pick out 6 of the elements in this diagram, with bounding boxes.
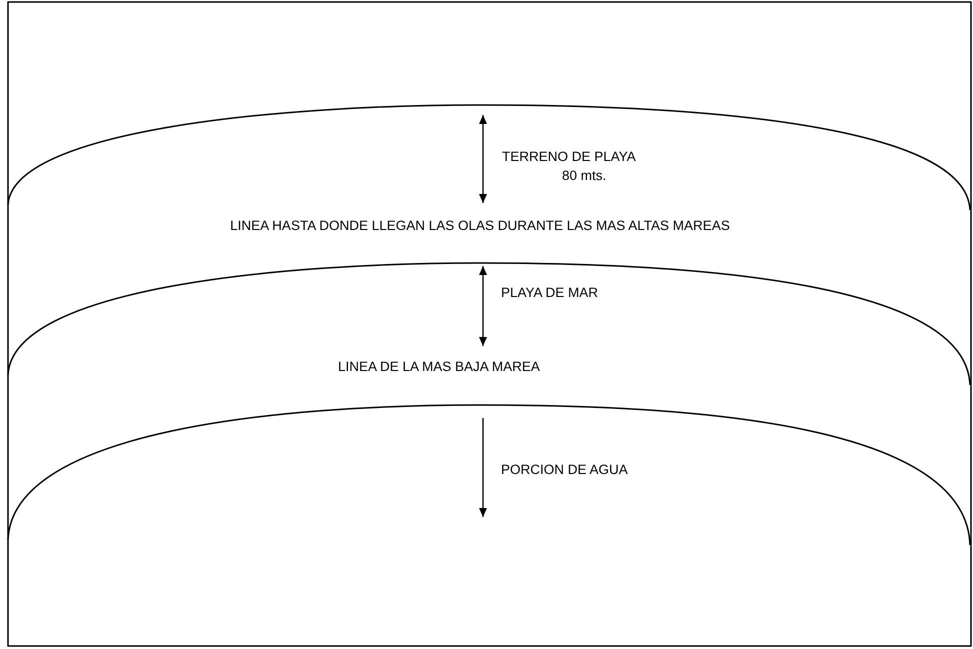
line-label: LINEA HASTA DONDE LLEGAN LAS OLAS DURANTE LAS MAS ALTAS MAREAS (230, 218, 730, 234)
dimension-label: 80 mts. (562, 168, 606, 184)
zone-label: TERRENO DE PLAYA (502, 149, 636, 165)
zone-label: PLAYA DE MAR (501, 285, 598, 301)
line-label: LINEA DE LA MAS BAJA MAREA (338, 359, 540, 375)
zone-label: PORCION DE AGUA (501, 462, 628, 478)
